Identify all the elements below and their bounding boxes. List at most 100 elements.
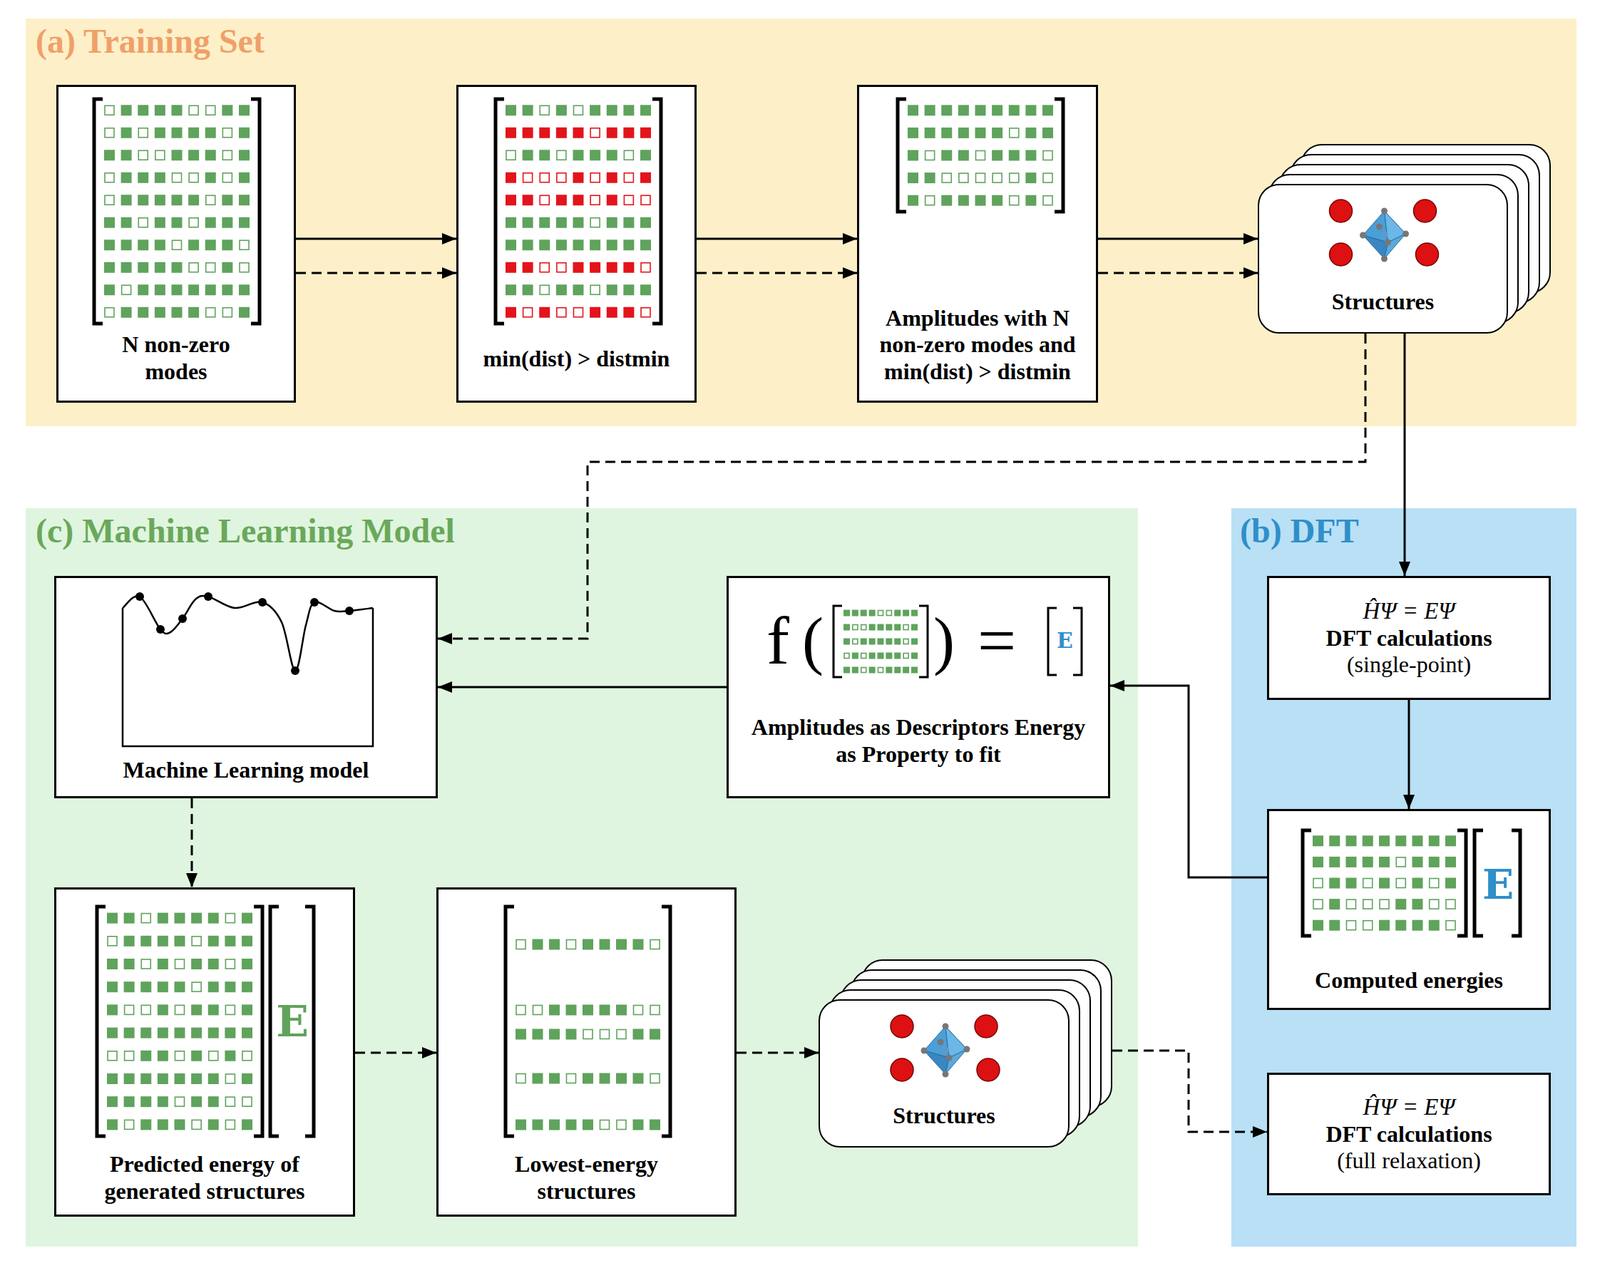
atom-symbol [963, 1046, 971, 1054]
atom-symbol [1384, 239, 1392, 246]
amplitude-cell [107, 936, 117, 947]
amplitude-cell [1396, 857, 1406, 868]
amplitude-cell [138, 218, 148, 228]
amplitude-cell [573, 239, 584, 251]
atom-symbol [941, 1046, 950, 1054]
amplitude-cell [885, 624, 892, 632]
amplitude-cell [1363, 899, 1373, 910]
amplitude-cell [903, 653, 909, 659]
amplitude-cell [907, 172, 919, 184]
amplitude-cell [124, 959, 135, 970]
amplitude-cell [869, 638, 876, 646]
plot-frame [122, 608, 373, 747]
amplitude-cell [911, 638, 918, 646]
amplitude-cell [188, 284, 199, 296]
amplitude-cell [606, 149, 618, 161]
amplitude-cell [852, 625, 858, 631]
amplitude-cell [573, 105, 584, 115]
amplitude-cell [225, 1074, 235, 1084]
data-point [345, 606, 354, 616]
amplitude-cell [1025, 104, 1037, 116]
amplitude-cell [208, 981, 219, 993]
amplitude-cell [616, 1120, 627, 1131]
amplitude-cell [1009, 196, 1019, 206]
amplitude-cell [907, 127, 919, 139]
amplitude-cell [633, 1073, 644, 1085]
amplitude-cell [650, 1006, 660, 1016]
amplitude-cell [222, 308, 232, 318]
amplitude-cell [885, 653, 892, 660]
amplitude-cell [861, 625, 867, 631]
amplitude-cell [206, 105, 216, 115]
amplitude-cell [516, 1006, 526, 1016]
amplitude-cell [958, 195, 969, 207]
amplitude-cell [124, 1051, 135, 1061]
amplitude-cell [506, 150, 516, 160]
amplitude-cell [106, 1028, 118, 1039]
amplitude-cell [121, 262, 132, 274]
amplitude-cell [124, 981, 135, 993]
amplitude-cell [124, 1028, 135, 1039]
amplitude-cell [221, 104, 233, 116]
atom-symbol [942, 1071, 950, 1079]
box-label: Amplitudes with N non-zero modes and min… [874, 305, 1081, 386]
amplitude-cell [1329, 920, 1340, 932]
box-label: Structures [1331, 288, 1434, 316]
amplitude-cell [600, 1120, 610, 1131]
amplitude-cell [106, 1119, 118, 1131]
flow-arrow [355, 1052, 437, 1055]
amplitude-cell [522, 262, 534, 274]
amplitude-cell [238, 149, 250, 161]
amplitude-cell [1346, 857, 1357, 868]
amplitude-cell [205, 284, 217, 296]
symbol-text: (c) Machine Learning Model [35, 511, 455, 552]
atom-symbol [976, 1058, 1000, 1082]
amplitude-cell [238, 172, 250, 184]
amplitude-cell [589, 104, 601, 116]
amplitude-cell [991, 150, 1003, 162]
amplitude-cell [573, 262, 584, 274]
amplitude-cell [221, 194, 233, 206]
amplitude-cell [1346, 878, 1357, 890]
amplitude-cell [902, 667, 910, 674]
amplitude-cell [238, 307, 250, 319]
amplitude-cell [907, 104, 919, 116]
amplitude-cell [208, 1073, 219, 1085]
octahedron-face [945, 1049, 967, 1075]
matrix-bracket [96, 906, 106, 1137]
amplitude-cell [124, 1120, 135, 1130]
amplitude-cell [582, 1120, 594, 1131]
matrix-bracket [897, 99, 907, 212]
amplitude-cell [640, 284, 651, 296]
amplitude-cell [1008, 104, 1020, 116]
amplitude-cell [894, 610, 901, 617]
amplitude-cell [175, 1005, 185, 1015]
amplitude-cell [171, 149, 183, 161]
amplitude-cell [1412, 878, 1424, 890]
structures-card: Structures [818, 999, 1070, 1148]
amplitude-cell [869, 610, 876, 617]
amplitude-cell [208, 913, 219, 925]
amplitude-cell [556, 263, 567, 273]
amplitude-cell [633, 1006, 644, 1016]
matrix-bracket [505, 906, 515, 1137]
matrix-bracket [250, 99, 260, 324]
amplitude-cell [155, 150, 165, 160]
amplitude-cell [1329, 878, 1340, 890]
flow-arrow [295, 272, 457, 275]
amplitude-cell [121, 172, 132, 184]
amplitude-cell [549, 1005, 560, 1017]
atom-symbol [1381, 231, 1389, 239]
amplitude-cell [224, 936, 236, 947]
amplitude-cell [1329, 835, 1340, 847]
amplitude-cell [124, 1073, 135, 1085]
amplitude-cell [1313, 879, 1323, 889]
amplitude-cell [623, 104, 634, 116]
amplitude-cell [844, 653, 850, 659]
atom-symbol [1416, 243, 1439, 266]
amplitude-cell [583, 1030, 593, 1040]
process-box: Lowest-energy structures [436, 887, 737, 1218]
formula-box: f()=EAmplitudes as Descriptors Energy as… [726, 576, 1111, 799]
amplitude-cell [208, 1028, 219, 1039]
amplitude-cell [208, 1119, 219, 1131]
